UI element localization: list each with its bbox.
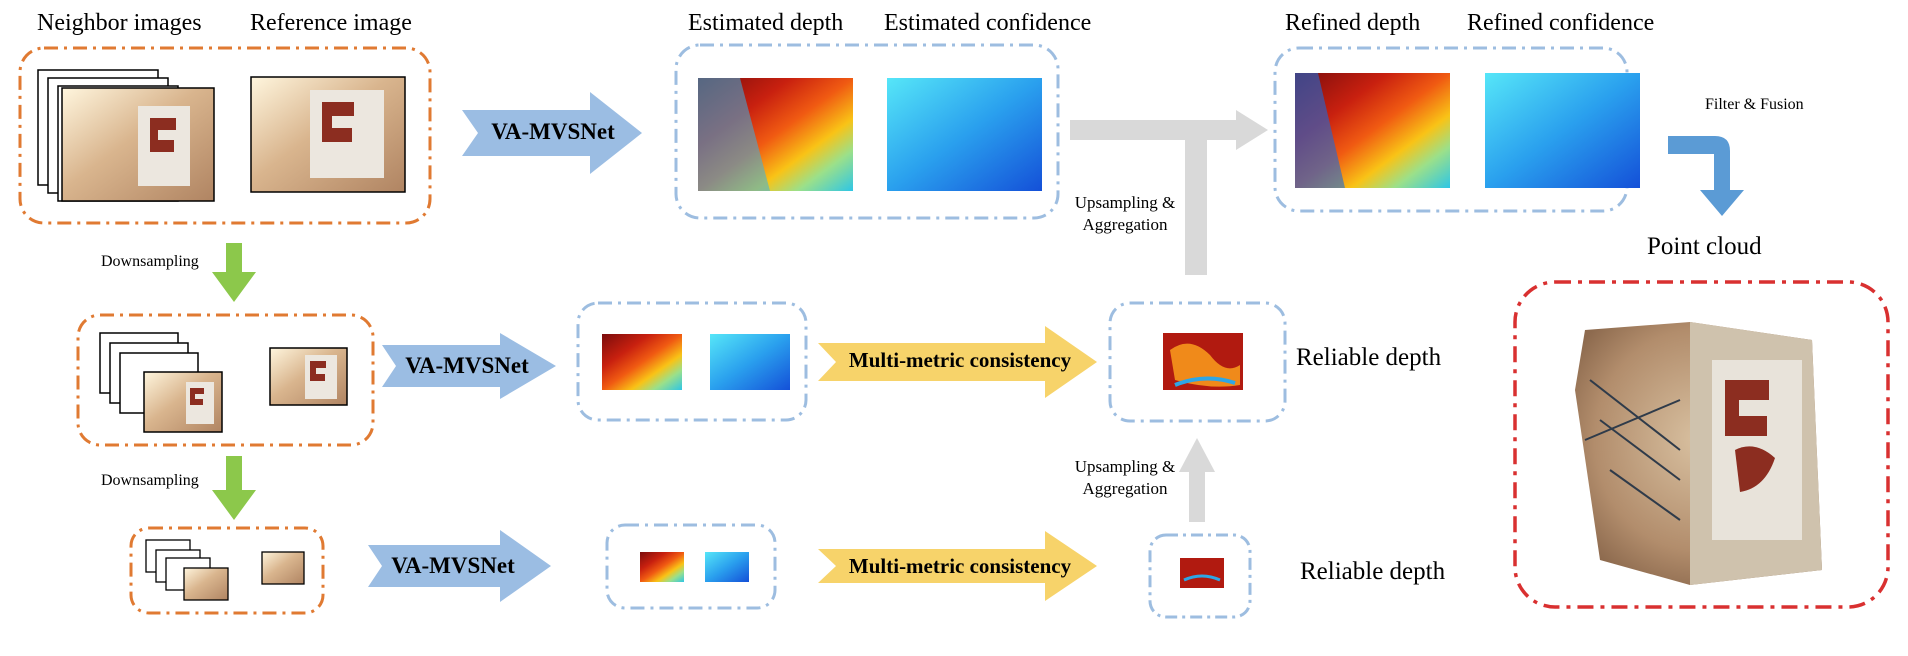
network-label-2: VA-MVSNet	[392, 353, 542, 379]
point-cloud-label: Point cloud	[1647, 233, 1762, 261]
reliable-depth-label-2: Reliable depth	[1300, 558, 1445, 586]
neighbor-images-stack-full	[38, 70, 214, 201]
refined-confidence-label: Refined confidence	[1467, 10, 1654, 37]
estimated-depth-map	[698, 78, 853, 191]
filter-fusion-label: Filter & Fusion	[1705, 96, 1804, 114]
consistency-label-1: Multi-metric consistency	[835, 348, 1085, 373]
downsampling-arrow-2	[212, 456, 256, 520]
reference-image-half	[270, 348, 347, 405]
depth-map-quarter	[640, 552, 684, 582]
reference-image-quarter	[262, 552, 304, 584]
reliable-depth-map-half	[1163, 333, 1243, 390]
fusion-arrow	[1668, 136, 1744, 216]
reliable-depth-map-quarter	[1180, 558, 1224, 588]
reference-image-full	[251, 77, 405, 192]
network-label-3: VA-MVSNet	[378, 553, 528, 579]
confidence-map-quarter	[705, 552, 749, 582]
upsampling-label-top: Upsampling & Aggregation	[1060, 192, 1190, 236]
estimated-confidence-map	[887, 78, 1042, 191]
downsampling-label-1: Downsampling	[101, 253, 199, 271]
depth-map-half	[602, 334, 682, 390]
reliable-depth-label-1: Reliable depth	[1296, 344, 1441, 372]
neighbor-images-stack-half	[100, 333, 222, 432]
refined-depth-label: Refined depth	[1285, 10, 1420, 37]
downsampling-arrow-1	[212, 243, 256, 302]
estimated-depth-label: Estimated depth	[688, 10, 843, 37]
upsampling-label-bottom: Upsampling & Aggregation	[1060, 456, 1190, 500]
downsampling-label-2: Downsampling	[101, 472, 199, 490]
maps-group-quarter	[607, 525, 775, 608]
reference-image-label: Reference image	[250, 10, 412, 37]
neighbor-images-label: Neighbor images	[37, 10, 202, 37]
consistency-label-2: Multi-metric consistency	[835, 554, 1085, 579]
refined-depth-map	[1295, 73, 1450, 188]
refined-confidence-map	[1485, 73, 1640, 188]
point-cloud-render	[1575, 322, 1822, 585]
confidence-map-half	[710, 334, 790, 390]
estimated-confidence-label: Estimated confidence	[884, 10, 1091, 37]
network-label-1: VA-MVSNet	[478, 119, 628, 145]
neighbor-images-stack-quarter	[146, 540, 228, 600]
